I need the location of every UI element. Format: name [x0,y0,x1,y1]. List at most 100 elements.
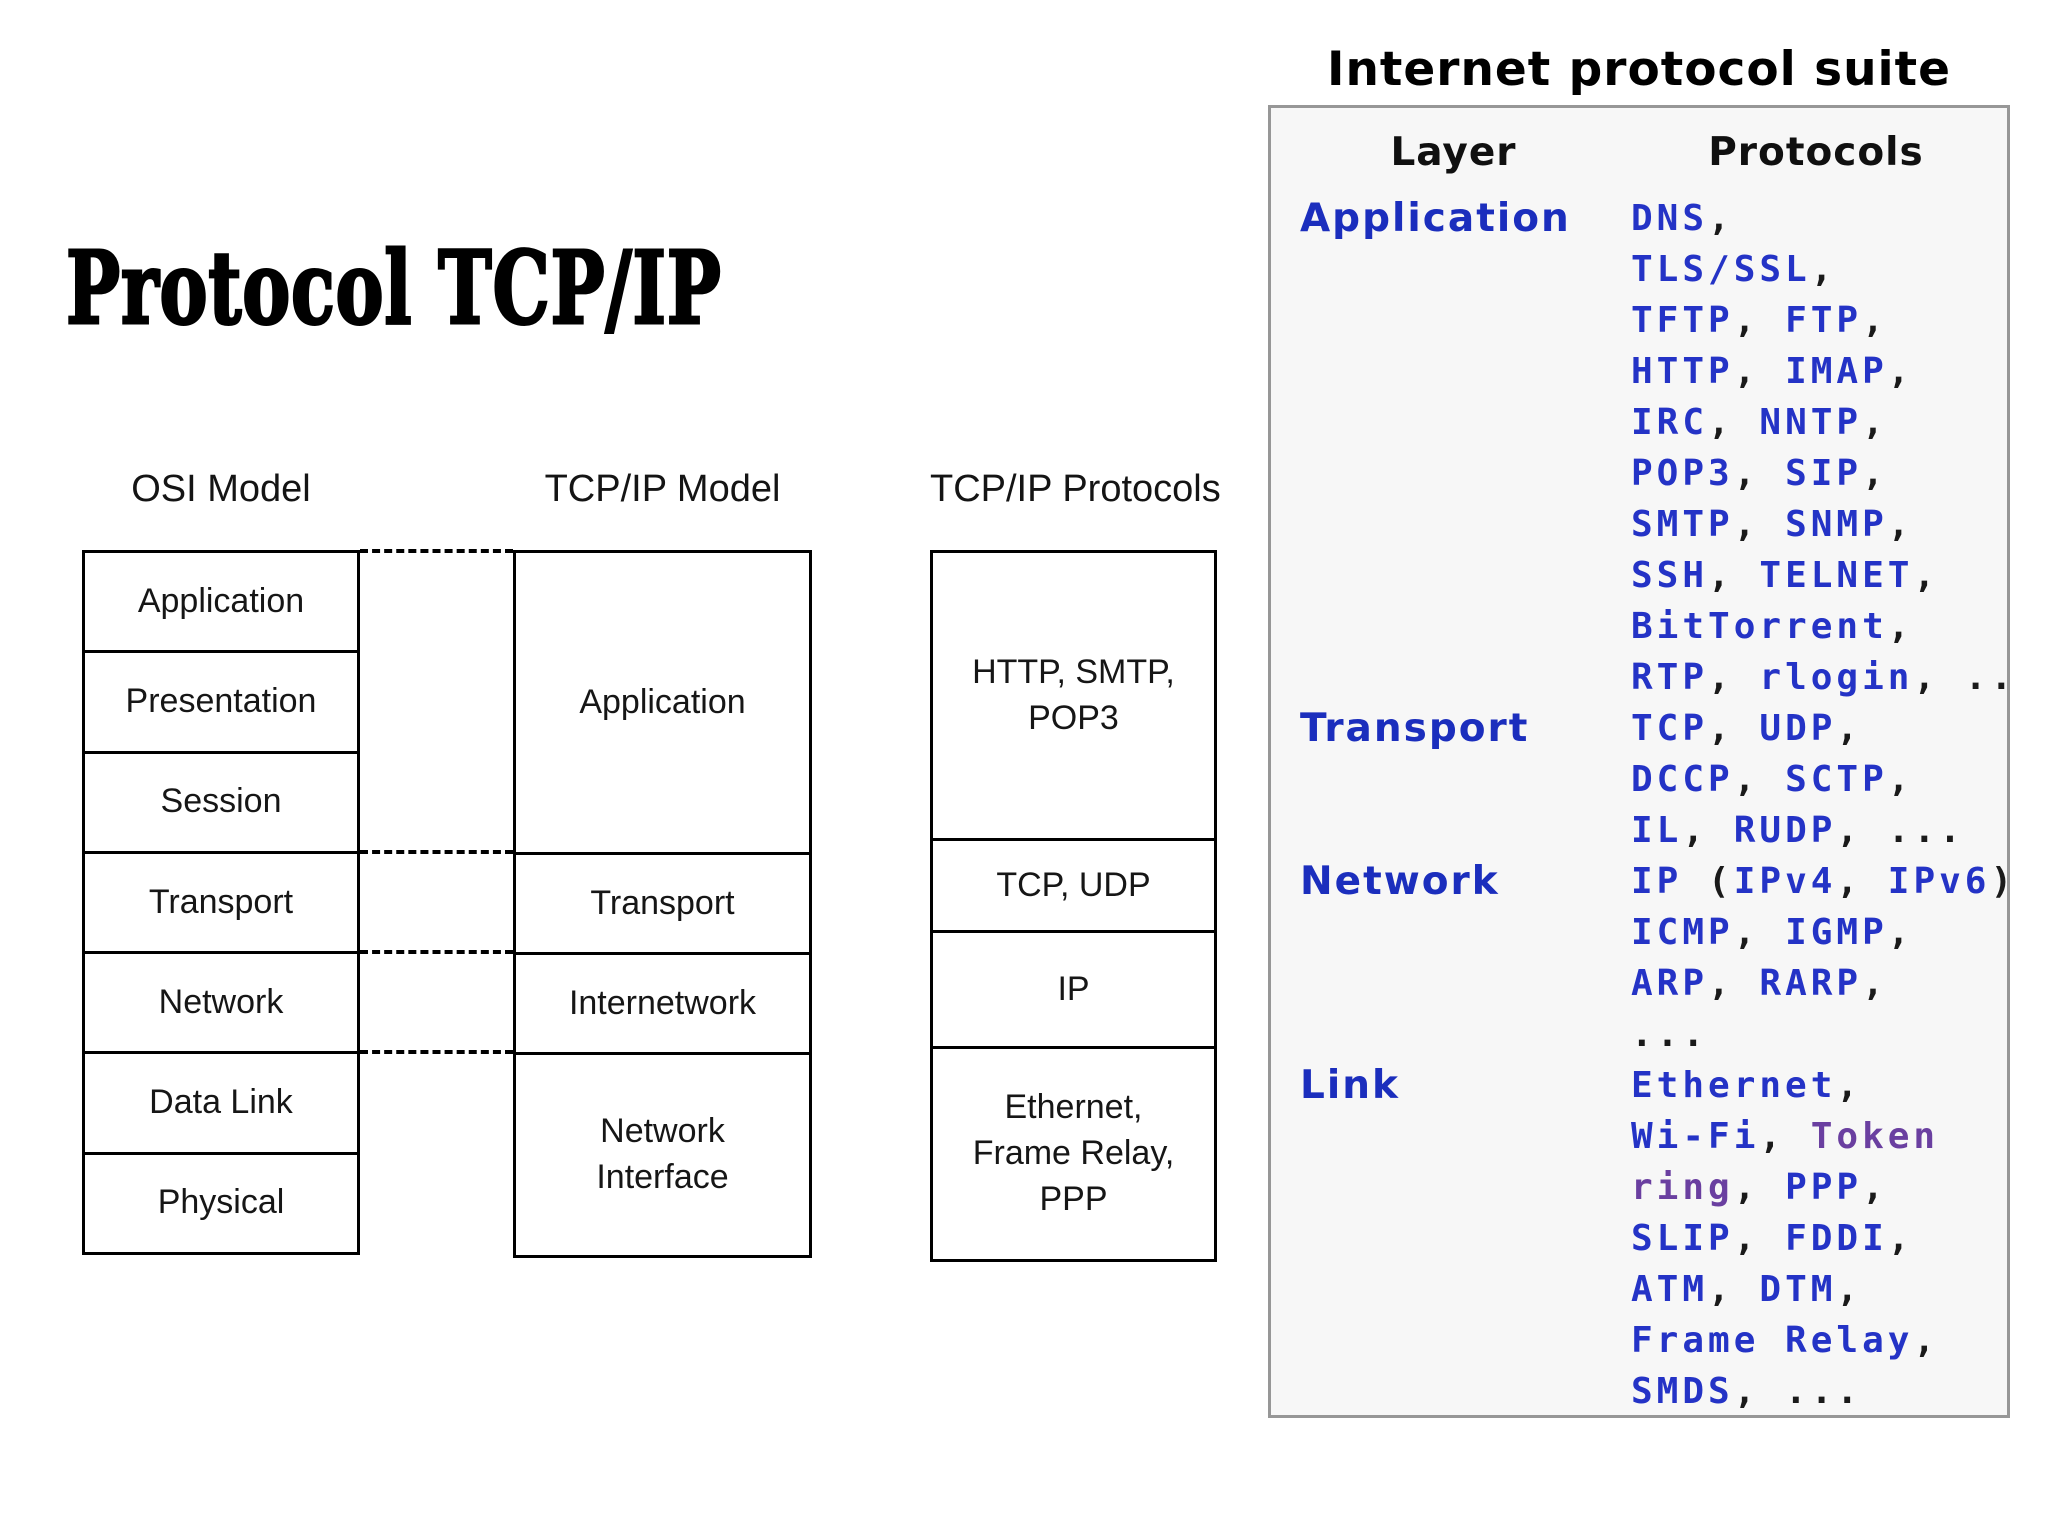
protocol-line: RTP, rlogin, ... [1631,652,2007,703]
protocol-link[interactable]: IRC [1631,402,1709,443]
protocol-link[interactable]: SMTP [1631,504,1734,545]
protocol-separator: , [1862,300,1888,341]
protocol-link[interactable]: TLS/SSL [1631,249,1811,290]
protocol-separator: , [1733,351,1786,392]
protocol-separator: , [1887,1218,1914,1259]
protocol-separator: , [1836,708,1863,749]
suite-header-row: Layer Protocols [1271,108,2007,193]
protocol-link[interactable]: rlogin [1759,657,1914,698]
protocol-link-visited[interactable]: ring [1631,1167,1734,1208]
protocol-link[interactable]: SLIP [1631,1218,1734,1259]
layer-label: Link [1300,1063,1400,1108]
protocol-link[interactable]: Ethernet [1631,1065,1837,1106]
protocol-link[interactable]: TCP [1631,708,1709,749]
protocol-separator: , [1887,912,1914,953]
protocol-link[interactable]: HTTP [1631,351,1734,392]
protocol-line: TFTP, FTP, [1631,295,2007,346]
osi-layer-row: Transport [85,854,357,955]
protocol-link[interactable]: FDDI [1785,1218,1888,1259]
protocol-link[interactable]: DTM [1759,1269,1837,1310]
protocol-separator: , [1913,555,1940,596]
protocol-link[interactable]: SCTP [1785,759,1888,800]
protocol-separator: , [1887,759,1914,800]
protocol-link[interactable]: IGMP [1785,912,1888,953]
protocol-separator: , [1759,1116,1811,1157]
protocol-link[interactable]: ARP [1631,963,1709,1004]
protocol-separator: , [1708,708,1760,749]
protocol-separator: , [1862,1167,1888,1208]
protocol-separator: , [1733,504,1786,545]
protocol-line: Wi-Fi, Token [1631,1111,2007,1162]
protocol-separator: , [1733,453,1786,494]
protocol-separator: , [1733,1218,1786,1259]
protocol-link[interactable]: TFTP [1631,300,1734,341]
protocol-link[interactable]: BitTorrent [1631,606,1888,647]
protocol-separator: , [1682,810,1734,851]
protocol-line: SMTP, SNMP, [1631,499,2007,550]
osi-layer-row: Session [85,754,357,854]
protocol-line: TLS/SSL, [1631,244,2007,295]
protocol-line: SSH, TELNET, [1631,550,2007,601]
protocol-link[interactable]: SMDS [1631,1371,1734,1412]
protocol-link[interactable]: FTP [1785,300,1863,341]
protocol-link[interactable]: Frame Relay [1631,1320,1914,1361]
protocol-line: TCP, UDP, [1631,703,2007,754]
protocol-link[interactable]: IPv4 [1733,861,1837,902]
protocol-link[interactable]: POP3 [1631,453,1734,494]
protocol-link[interactable]: DCCP [1631,759,1734,800]
protocol-link[interactable]: SNMP [1785,504,1888,545]
protocol-link[interactable]: RUDP [1733,810,1837,851]
protocol-separator: , [1708,963,1760,1004]
protocol-separator: ( [1682,861,1734,902]
protocol-link[interactable]: IPv6 [1887,861,1991,902]
protocol-link[interactable]: TELNET [1759,555,1914,596]
layer-label: Application [1300,196,1571,241]
dashed-connector [360,1050,513,1054]
protocol-link[interactable]: ATM [1631,1269,1709,1310]
protocol-separator: , ... [1836,810,1965,851]
protocol-line: HTTP, IMAP, [1631,346,2007,397]
protocol-separator: , ... [1913,657,2007,698]
protocol-link[interactable]: IP [1631,861,1683,902]
layer-label: Network [1300,859,1500,904]
protocol-link[interactable]: PPP [1785,1167,1863,1208]
protocol-line: IL, RUDP, ... [1631,805,2007,856]
protocol-link[interactable]: IL [1631,810,1683,851]
protocol-link[interactable]: DNS [1631,198,1709,239]
protocol-lines: IP (IPv4, IPv6),ICMP, IGMP,ARP, RARP,... [1631,856,2007,1060]
protocol-line: Frame Relay, [1631,1315,2007,1366]
protocol-separator: , [1836,1065,1863,1106]
protocol-link[interactable]: SIP [1785,453,1863,494]
protocol-link[interactable]: RARP [1759,963,1863,1004]
protocol-link[interactable]: IMAP [1785,351,1888,392]
protocol-link-visited[interactable]: Token [1810,1116,1940,1157]
protocol-lines: TCP, UDP,DCCP, SCTP,IL, RUDP, ... [1631,703,2007,856]
protocol-line: DNS, [1631,193,2007,244]
protocol-link[interactable]: NNTP [1759,402,1863,443]
protocol-separator: , [1733,759,1786,800]
protocol-link[interactable]: SSH [1631,555,1709,596]
layer-label: Transport [1300,706,1530,751]
protocol-line: ARP, RARP, [1631,958,2007,1009]
protocol-separator: , [1733,300,1786,341]
protocol-line: ... [1631,1009,2007,1060]
protocol-separator: , [1708,402,1760,443]
column-header-protocols: Protocols [1708,130,1924,175]
protocol-link[interactable]: RTP [1631,657,1709,698]
tcpip-model-row: Network Interface [596,1112,729,1196]
protocol-separator: , [1708,657,1760,698]
protocol-lines: DNS,TLS/SSL,TFTP, FTP,HTTP, IMAP,IRC, NN… [1631,193,2007,703]
protocol-link[interactable]: ICMP [1631,912,1734,953]
dashed-connector [360,950,513,954]
tcpip-protocols-row: Ethernet, Frame Relay, PPP [972,1088,1175,1218]
protocol-line: SMDS, ... [1631,1366,2007,1415]
protocol-link[interactable]: Wi-Fi [1631,1116,1760,1157]
protocol-separator: , [1862,402,1888,443]
osi-layer-row: Application [85,553,357,654]
protocol-link[interactable]: UDP [1759,708,1837,749]
protocol-separator: , [1708,1269,1760,1310]
